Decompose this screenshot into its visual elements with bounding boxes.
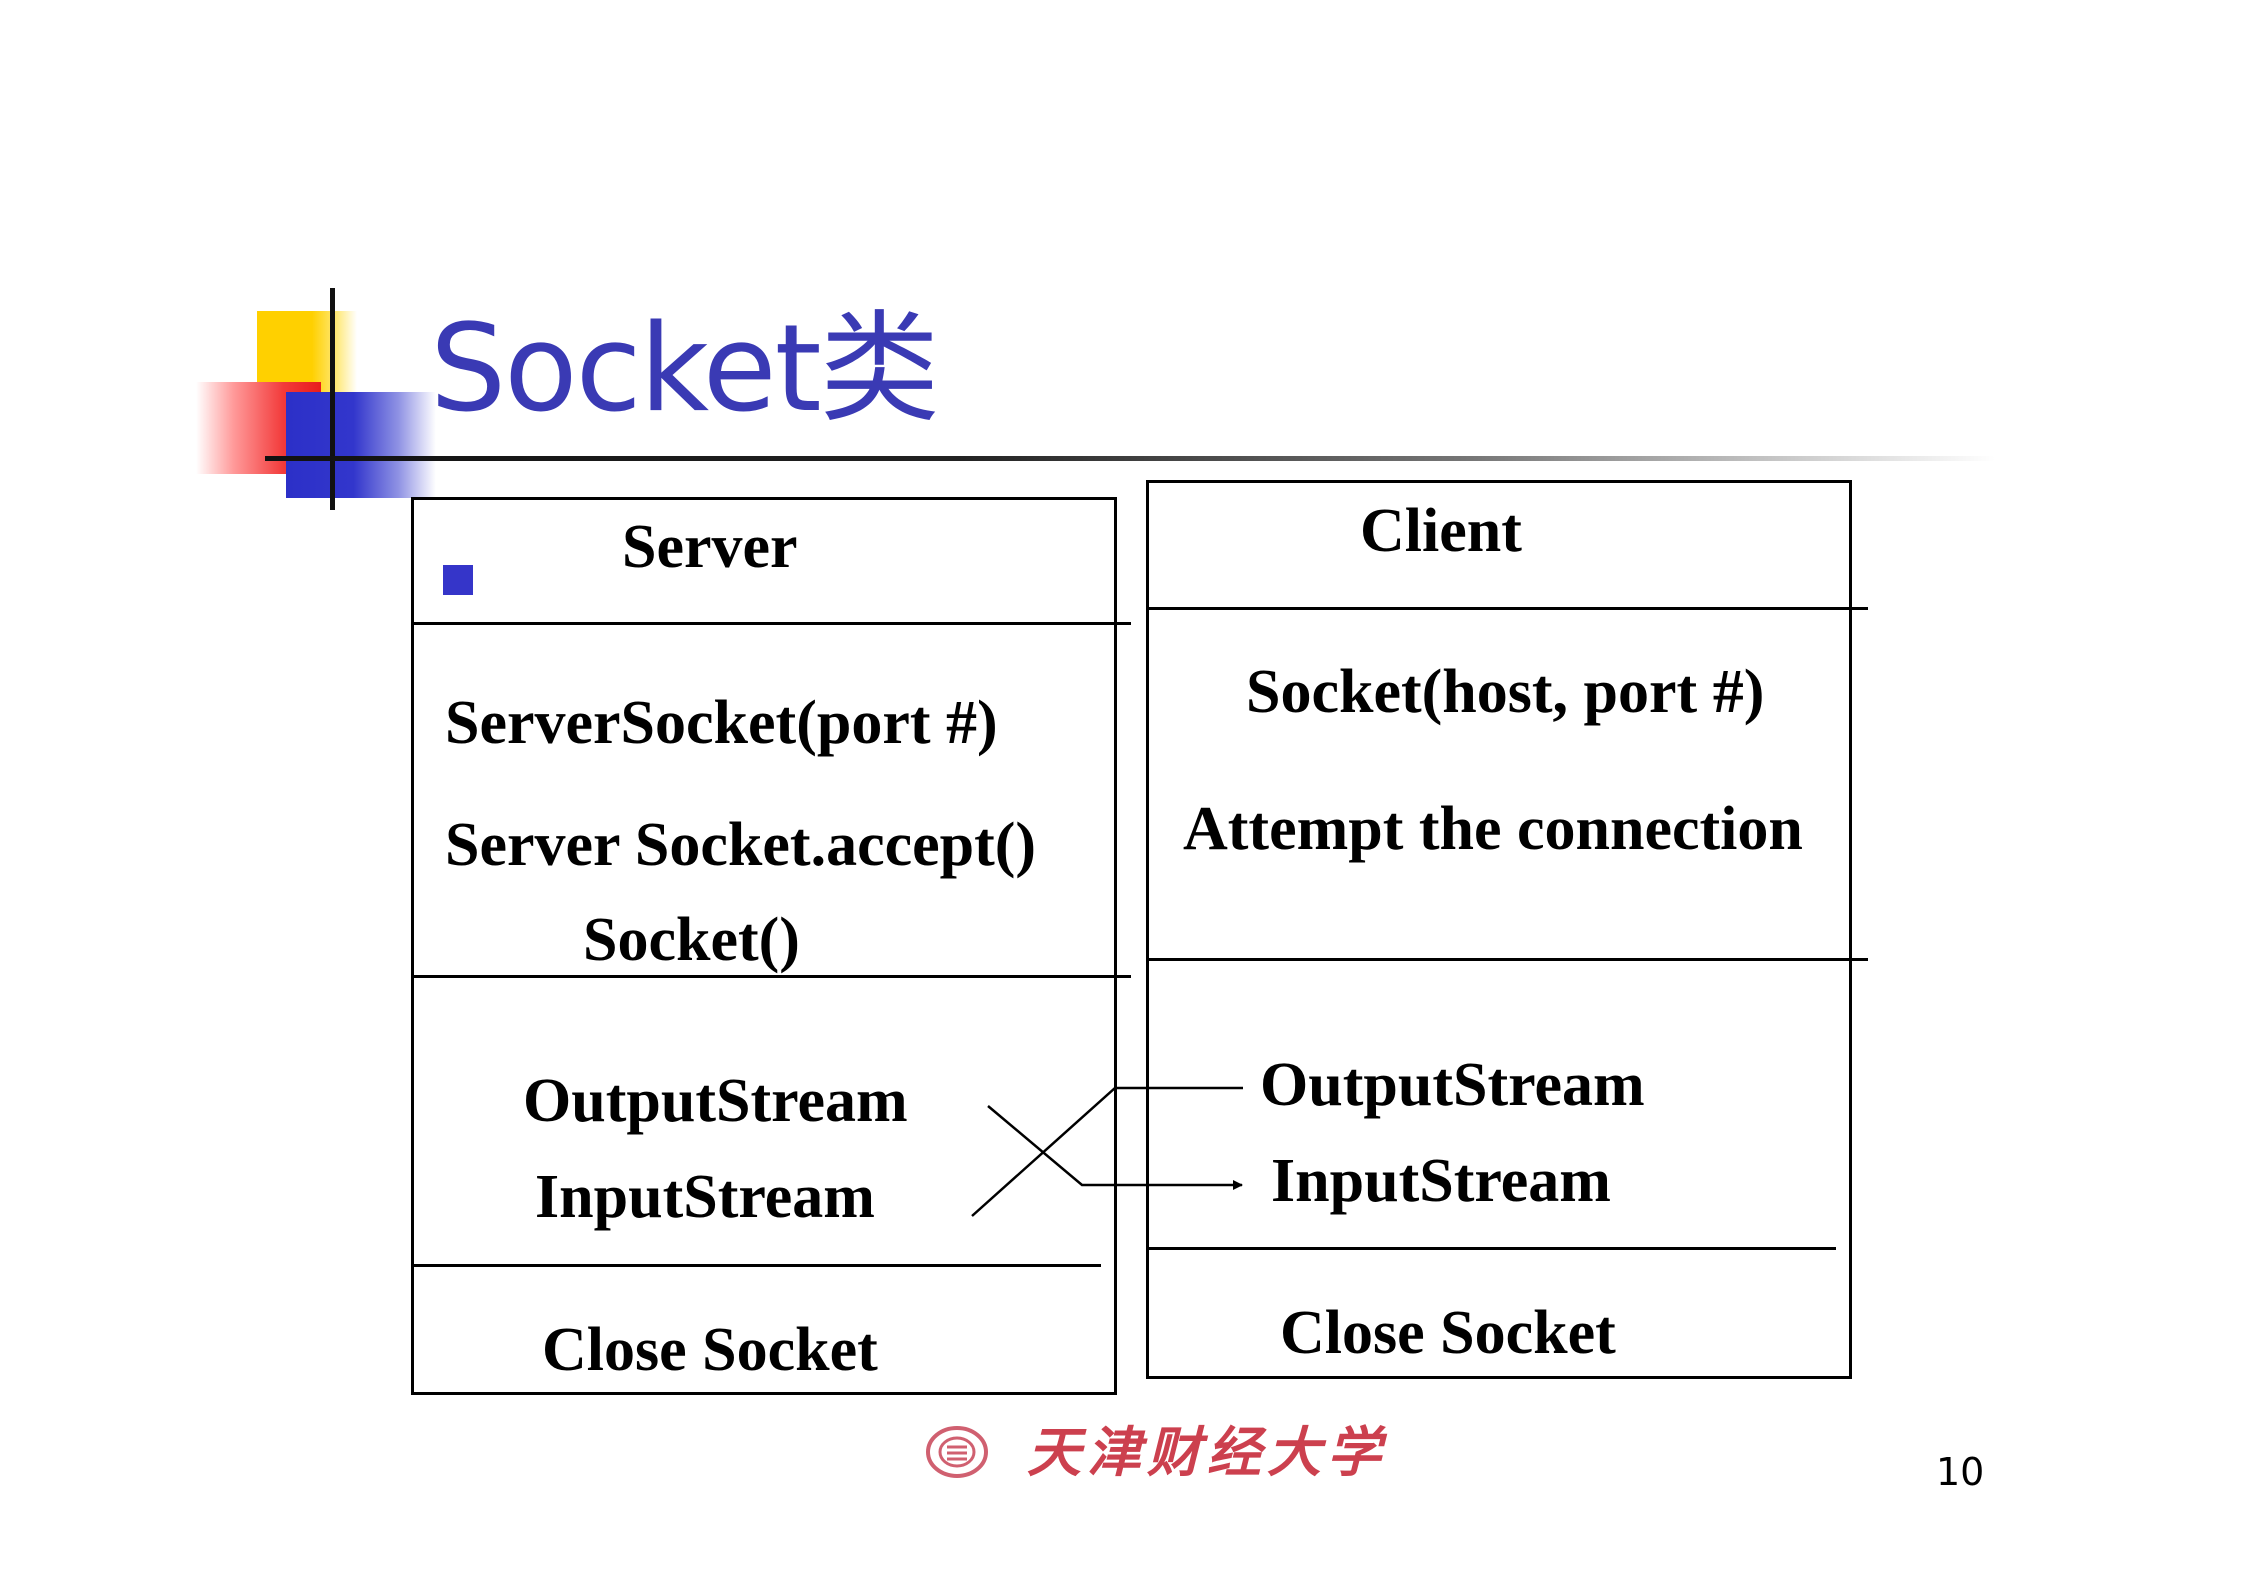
university-logo: 天津财经大学 [925,1417,1445,1487]
page-number: 10 [1936,1450,1985,1494]
server-divider-2 [411,975,1131,978]
client-close-socket: Close Socket [1280,1299,1616,1367]
server-divider-3 [411,1264,1101,1267]
client-attempt-connection: Attempt the connection [1183,795,1803,863]
server-output-stream: OutputStream [523,1067,908,1135]
client-socket-constructor: Socket(host, port #) [1246,658,1765,726]
university-seal-icon [926,1426,988,1478]
client-header: Client [1360,497,1522,565]
client-box [1146,480,1852,1379]
server-accept-call: Server Socket.accept() [445,811,1037,879]
bullet-square-icon [443,565,473,595]
server-socket-result: Socket() [583,906,800,974]
client-divider-1 [1146,607,1868,610]
university-name: 天津财经大学 [1027,1420,1387,1484]
title-decoration-blue-square [286,392,436,498]
server-socket-constructor: ServerSocket(port #) [445,689,998,757]
server-box [411,497,1117,1395]
client-output-stream: OutputStream [1260,1051,1645,1119]
server-close-socket: Close Socket [542,1316,878,1384]
slide-title: Socket类 [430,300,940,439]
server-header: Server [622,513,798,581]
server-output-to-client-input-arrow [987,1105,1243,1190]
client-divider-3 [1146,1247,1836,1250]
title-underline-rule [265,456,1995,461]
title-decoration-vertical-line [330,288,335,510]
server-divider-1 [411,622,1131,625]
server-input-stream: InputStream [535,1163,875,1231]
client-divider-2 [1146,958,1868,961]
client-output-to-server-input-line [971,1086,1243,1217]
client-input-stream: InputStream [1271,1147,1611,1215]
